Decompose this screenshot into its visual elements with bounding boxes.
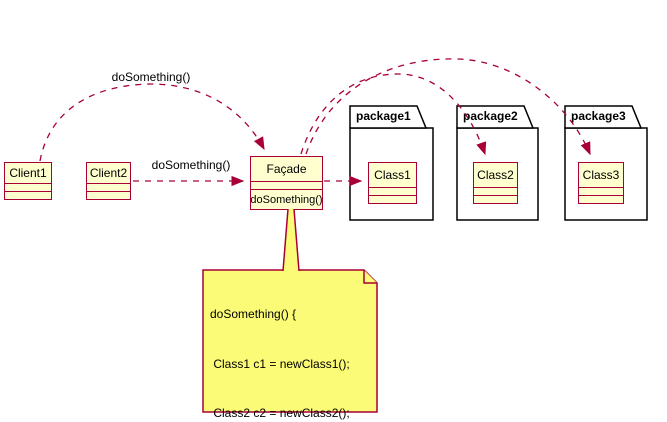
class-name-client1: Client1 bbox=[9, 166, 47, 180]
class-name-client2: Client2 bbox=[89, 166, 128, 180]
note-line: doSomething() { bbox=[210, 307, 297, 321]
method-compartment bbox=[5, 191, 51, 199]
method-compartment bbox=[369, 195, 416, 203]
class-box-class2: Class2 bbox=[473, 162, 518, 204]
class-box-class3: Class3 bbox=[578, 162, 624, 204]
attribute-compartment bbox=[5, 183, 51, 191]
class-box-class1: Class1 bbox=[368, 162, 417, 204]
class-name-class3: Class3 bbox=[582, 168, 620, 182]
package1-name: package1 bbox=[356, 109, 411, 123]
method-compartment bbox=[474, 195, 517, 203]
edge-label-client2-facade: doSomething() bbox=[151, 158, 231, 172]
class-box-client1: Client1 bbox=[4, 162, 52, 200]
method-compartment bbox=[87, 191, 130, 199]
attribute-compartment bbox=[251, 181, 322, 189]
class-name-class2: Class2 bbox=[477, 168, 514, 182]
package3-name: package3 bbox=[571, 109, 626, 123]
package2-name: package2 bbox=[463, 109, 518, 123]
attribute-compartment bbox=[87, 183, 130, 191]
note-code-block: doSomething() { Class1 c1 = newClass1();… bbox=[210, 273, 350, 422]
note-line: Class1 c1 = newClass1(); bbox=[210, 356, 350, 371]
class-box-facade: Façade doSomething() bbox=[250, 156, 323, 210]
facade-method-label: doSomething() bbox=[250, 189, 323, 209]
note-pointer bbox=[282, 208, 300, 272]
class-name-class1: Class1 bbox=[374, 168, 411, 182]
arrow-client1-to-facade bbox=[39, 83, 265, 162]
arrow-facade-to-class3 bbox=[305, 58, 591, 156]
class-box-client2: Client2 bbox=[86, 162, 131, 200]
attribute-compartment bbox=[369, 187, 416, 195]
attribute-compartment bbox=[474, 187, 517, 195]
method-compartment bbox=[579, 195, 623, 203]
note-line: Class2 c2 = newClass2(); bbox=[210, 406, 350, 420]
edge-label-client1-facade: doSomething() bbox=[111, 70, 191, 84]
class-name-facade: Façade bbox=[266, 162, 307, 176]
attribute-compartment bbox=[579, 187, 623, 195]
